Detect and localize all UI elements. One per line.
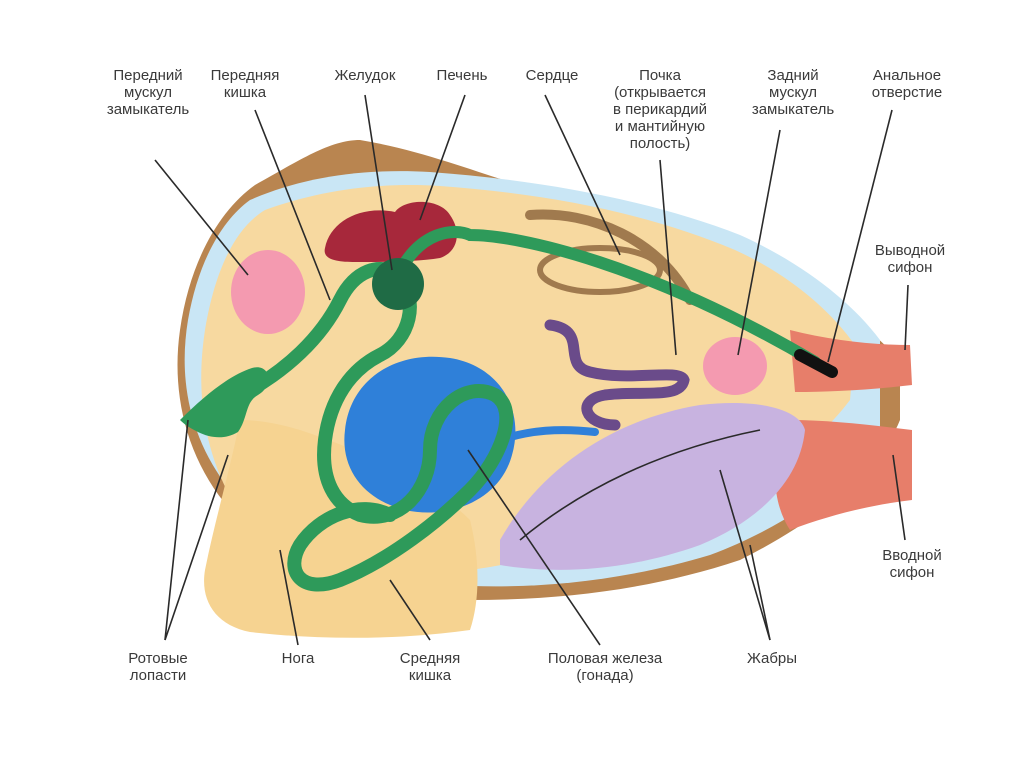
- label-stomach-line: Желудок: [335, 67, 396, 84]
- labial-palps: [180, 367, 269, 438]
- label-anterior-adductor-line: мускул: [124, 84, 172, 101]
- label-posterior-adductor-line: замыкатель: [752, 101, 835, 118]
- label-kidney-line: в перикардий: [613, 101, 707, 118]
- leader-posterior-adductor: [737, 129, 781, 356]
- label-foregut-line: Передняя: [211, 67, 280, 84]
- label-excurrent-siphon-line: Выводной: [875, 242, 945, 259]
- heart-outline: [537, 245, 663, 295]
- leader-excurrent-siphon: [904, 284, 909, 351]
- foot: [204, 420, 478, 638]
- label-kidney-line: Почка: [639, 67, 682, 84]
- label-heart: Сердце: [526, 67, 579, 84]
- label-labial-palps-line: лопасти: [130, 667, 186, 684]
- leader-kidney: [659, 159, 677, 356]
- leader-anus: [827, 109, 893, 363]
- incurrent-siphon: [775, 420, 912, 530]
- label-heart-line: Сердце: [526, 67, 579, 84]
- label-kidney-line: (открывается: [614, 84, 706, 101]
- label-foregut-line: кишка: [224, 84, 267, 101]
- label-labial-palps-line: Ротовые: [128, 650, 188, 667]
- label-anus-line: Анальное: [873, 67, 941, 84]
- label-gonad-line: (гонада): [576, 667, 633, 684]
- label-anus-line: отверстие: [872, 84, 942, 101]
- label-kidney-line: полость): [630, 135, 691, 152]
- label-gonad: Половая железа(гонада): [548, 650, 663, 684]
- label-kidney-line: и мантийную: [615, 118, 705, 135]
- leader-foregut: [254, 109, 331, 301]
- hindgut: [392, 225, 821, 368]
- posterior-adductor-muscle: [703, 337, 767, 395]
- label-incurrent-siphon-line: сифон: [890, 564, 935, 581]
- label-posterior-adductor-line: мускул: [769, 84, 817, 101]
- kidney: [544, 319, 690, 431]
- label-excurrent-siphon-line: сифон: [888, 259, 933, 276]
- label-posterior-adductor-line: Задний: [767, 67, 818, 84]
- label-anterior-adductor-line: Передний: [113, 67, 182, 84]
- label-gonad-line: Половая железа: [548, 650, 663, 667]
- label-gills-line: Жабры: [747, 650, 797, 667]
- leader-foot: [279, 549, 299, 646]
- label-liver: Печень: [437, 67, 488, 84]
- leader-gills-2: [749, 544, 771, 641]
- leader-heart: [544, 94, 621, 256]
- label-midgut-line: Средняя: [400, 650, 460, 667]
- label-midgut-line: кишка: [409, 667, 452, 684]
- leader-gonad: [467, 449, 601, 646]
- gill-line: [519, 429, 761, 541]
- label-liver-line: Печень: [437, 67, 488, 84]
- anterior-adductor-muscle: [231, 250, 305, 334]
- leader-incurrent-siphon: [892, 454, 906, 541]
- leader-stomach: [364, 94, 393, 271]
- label-anterior-adductor-line: замыкатель: [107, 101, 190, 118]
- hindgut-end: [794, 349, 838, 378]
- label-gills: Жабры: [747, 650, 797, 667]
- label-foot: Нога: [282, 650, 315, 667]
- pericardium: [525, 209, 695, 305]
- leader-liver: [419, 94, 466, 221]
- leader-midgut: [389, 579, 431, 641]
- leader-palps-2: [164, 454, 229, 641]
- leader-anterior-adductor: [154, 159, 249, 276]
- excurrent-siphon: [790, 330, 912, 392]
- leader-gills-1: [719, 469, 771, 641]
- leader-palps-1: [164, 419, 189, 641]
- label-stomach: Желудок: [335, 67, 396, 84]
- label-foot-line: Нога: [282, 650, 315, 667]
- label-incurrent-siphon-line: Вводной: [882, 547, 942, 564]
- gills: [500, 402, 805, 570]
- leader-lines: [154, 94, 909, 646]
- stomach: [372, 258, 424, 310]
